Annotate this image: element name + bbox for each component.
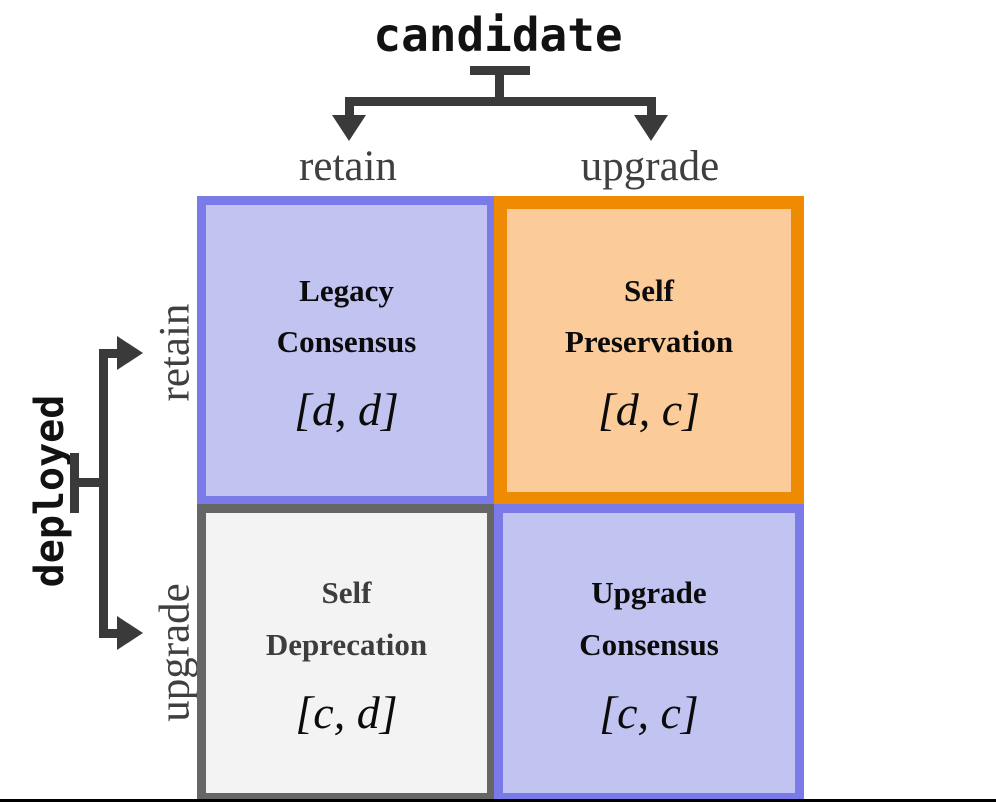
matrix-cell-retain-retain: Legacy Consensus [d, d] <box>197 196 496 505</box>
cell-title: Legacy Consensus <box>276 272 417 359</box>
row-header-upgrade: upgrade <box>151 583 199 722</box>
row-header-retain: retain <box>151 303 199 402</box>
bottom-divider <box>0 799 996 802</box>
bracket-span-icon <box>99 349 108 638</box>
cell-title: Self Deprecation <box>265 575 428 662</box>
bracket-span-icon <box>345 97 656 106</box>
cell-title: Upgrade Consensus <box>579 575 719 662</box>
column-axis-bracket <box>330 66 670 141</box>
column-header-upgrade: upgrade <box>580 143 720 190</box>
cell-payoff: [d, d] <box>294 384 399 436</box>
arrow-right-top-icon <box>117 336 143 370</box>
matrix-cell-upgrade-retain: Self Deprecation [c, d] <box>197 504 496 802</box>
bracket-stem-icon <box>75 478 103 487</box>
bracket-cap-icon <box>70 453 79 513</box>
cell-title: Self Preservation <box>564 272 734 359</box>
cell-payoff: [d, c] <box>597 384 701 436</box>
bracket-cap-icon <box>470 66 530 75</box>
row-axis-bracket <box>70 335 143 655</box>
cell-payoff: [c, c] <box>599 686 699 738</box>
matrix-cell-upgrade-upgrade: Upgrade Consensus [c, c] <box>494 504 804 802</box>
column-axis-title: candidate <box>373 8 623 62</box>
bracket-leg-bottom-icon <box>99 629 119 638</box>
arrow-down-left-icon <box>332 115 366 141</box>
bracket-leg-top-icon <box>99 349 119 358</box>
row-axis-title: deployed <box>27 394 73 588</box>
matrix-cell-retain-upgrade: Self Preservation [d, c] <box>494 196 804 505</box>
bracket-stem-icon <box>495 72 504 100</box>
arrow-right-bottom-icon <box>117 616 143 650</box>
column-header-retain: retain <box>299 143 397 190</box>
arrow-down-right-icon <box>634 115 668 141</box>
cell-payoff: [c, d] <box>295 686 398 738</box>
bracket-leg-right-icon <box>647 97 656 117</box>
bracket-leg-left-icon <box>345 97 354 117</box>
